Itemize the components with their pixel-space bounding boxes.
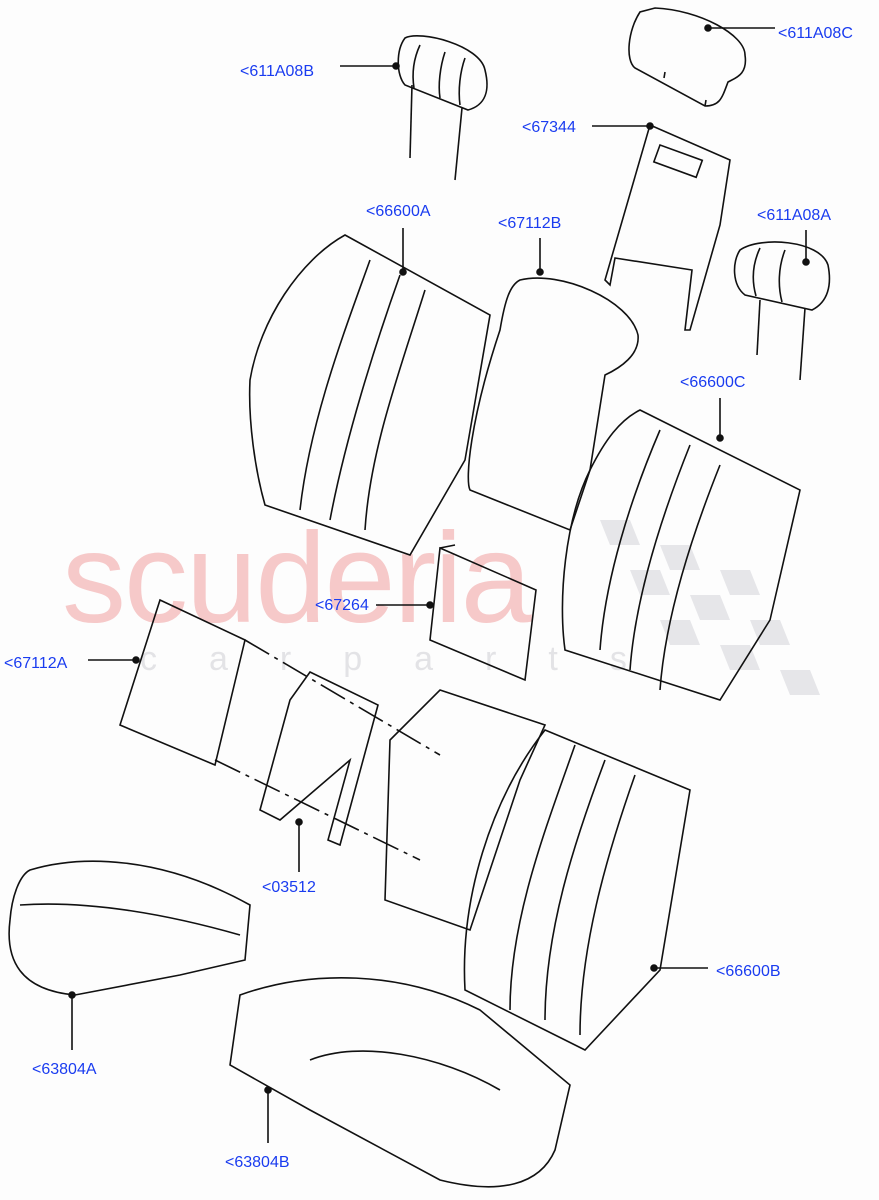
callout-66600A[interactable]: <66600A (366, 203, 431, 220)
armrest-block (429, 544, 537, 682)
callout-67112B[interactable]: <67112B (498, 215, 562, 232)
callout-63804B[interactable]: <63804B (225, 1154, 290, 1171)
backrest-cover-a (248, 234, 491, 556)
backrest-cover-c (561, 409, 801, 701)
seat-cushion-b (229, 976, 571, 1188)
headrest-rear-c (628, 7, 747, 107)
callout-611A08C[interactable]: <611A08C (778, 25, 853, 42)
callout-63804A[interactable]: <63804A (32, 1061, 97, 1078)
backrest-frame (259, 670, 379, 847)
backrest-panel (604, 123, 731, 331)
callout-66600B[interactable]: <66600B (716, 963, 781, 980)
headrest-rear-b (397, 35, 488, 181)
callout-611A08A[interactable]: <611A08A (757, 207, 831, 224)
seat-cushion-a (8, 860, 251, 996)
callout-67344[interactable]: <67344 (522, 119, 576, 136)
watermark-sub: carparts (140, 640, 679, 678)
callout-03512[interactable]: <03512 (262, 879, 316, 896)
watermark: scuderia (62, 507, 532, 650)
backrest-cover-b (384, 689, 691, 1051)
backrest-foam-b (467, 277, 639, 532)
callout-67264[interactable]: <67264 (315, 597, 369, 614)
backrest-foam-a (119, 598, 441, 861)
callout-66600C[interactable]: <66600C (680, 374, 746, 391)
callout-611A08B[interactable]: <611A08B (240, 63, 314, 80)
callout-67112A[interactable]: <67112A (4, 655, 68, 672)
headrest-rear-a (733, 241, 831, 381)
